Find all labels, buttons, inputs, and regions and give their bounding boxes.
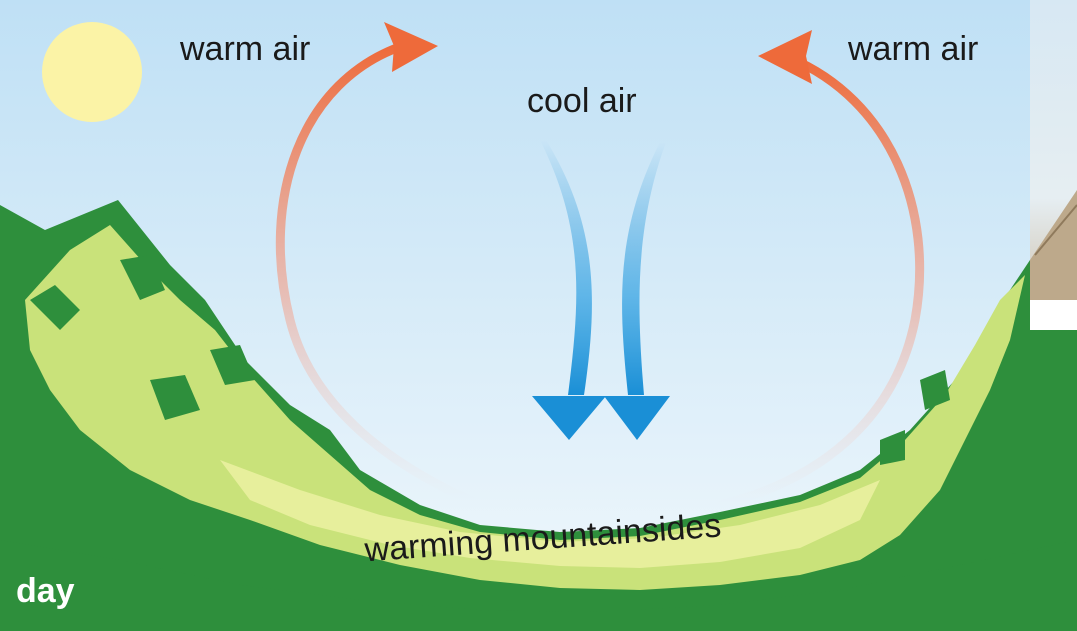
cool-air-label: cool air — [527, 82, 637, 120]
warm-air-left-arrowhead — [384, 22, 438, 72]
cool-air-right-arrow — [622, 142, 666, 395]
mountain-valley — [0, 200, 1077, 631]
valley-floor-highlight — [220, 460, 880, 568]
cool-air-right-arrowhead — [604, 396, 670, 440]
day-label: day — [16, 572, 75, 610]
sun-icon — [42, 22, 142, 122]
warm-air-right-label: warm air — [847, 30, 978, 68]
inset-photo-fragment — [1030, 0, 1077, 330]
warm-air-right-arrowhead — [758, 30, 812, 84]
warm-air-circulation — [275, 22, 925, 510]
warm-air-left-label: warm air — [179, 30, 310, 68]
cool-air-downdraft — [532, 140, 670, 440]
warm-air-right-arrow — [715, 53, 925, 510]
warm-air-left-arrow — [275, 40, 475, 505]
cool-air-left-arrow — [540, 140, 592, 395]
cool-air-left-arrowhead — [532, 396, 606, 440]
foreground-band — [0, 540, 1077, 631]
